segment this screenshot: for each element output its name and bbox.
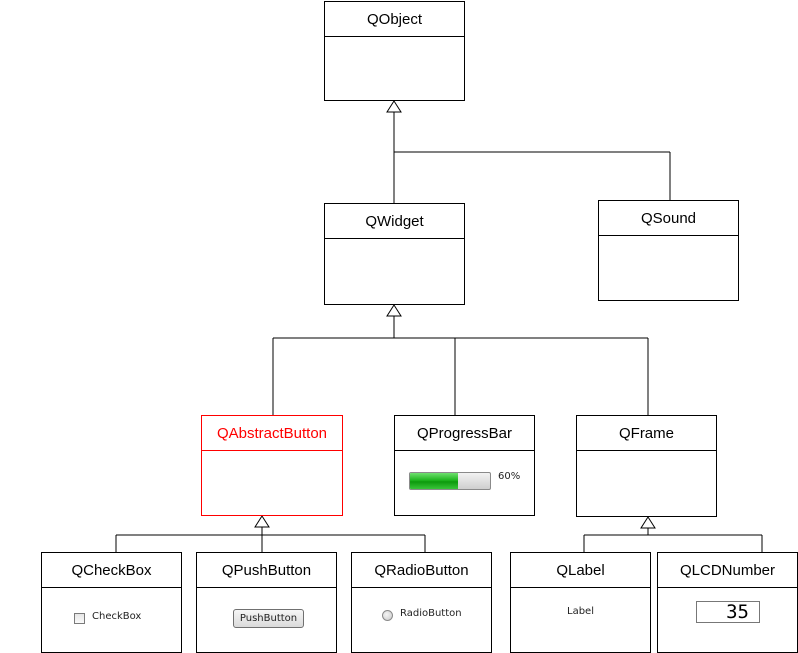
lcd-number-preview: 35 bbox=[696, 601, 760, 623]
class-name: QLCDNumber bbox=[658, 553, 797, 588]
progress-bar-fill bbox=[410, 473, 458, 489]
inheritance-arrowhead bbox=[640, 516, 656, 529]
class-name: QFrame bbox=[577, 416, 716, 451]
class-name: QWidget bbox=[325, 204, 464, 239]
qlcdnumber-class-box: QLCDNumber 35 bbox=[657, 552, 798, 653]
qwidget-class-box: QWidget bbox=[324, 203, 465, 305]
qcheckbox-class-box: QCheckBox CheckBox bbox=[41, 552, 182, 653]
inheritance-arrowhead bbox=[254, 515, 270, 528]
checkbox-preview bbox=[74, 613, 85, 624]
class-name: QLabel bbox=[511, 553, 650, 588]
pushbutton-preview-label: PushButton bbox=[239, 613, 298, 624]
progress-bar-preview bbox=[409, 472, 491, 490]
class-name: QSound bbox=[599, 201, 738, 236]
class-name: QPushButton bbox=[197, 553, 336, 588]
class-name: QCheckBox bbox=[42, 553, 181, 588]
qlabel-class-box: QLabel Label bbox=[510, 552, 651, 653]
qradiobutton-class-box: QRadioButton RadioButton bbox=[351, 552, 492, 653]
pushbutton-preview: PushButton bbox=[233, 609, 304, 628]
qprogressbar-class-box: QProgressBar 60% bbox=[394, 415, 535, 516]
class-name: QRadioButton bbox=[352, 553, 491, 588]
class-name: QObject bbox=[325, 2, 464, 37]
inheritance-arrowhead bbox=[386, 304, 402, 317]
checkbox-preview-label: CheckBox bbox=[92, 611, 142, 622]
qabstractbutton-class-box: QAbstractButton bbox=[201, 415, 343, 516]
progress-percent-text: 60% bbox=[498, 471, 521, 482]
qframe-class-box: QFrame bbox=[576, 415, 717, 517]
label-preview: Label bbox=[567, 606, 594, 617]
radiobutton-preview bbox=[382, 610, 393, 621]
qobject-class-box: QObject bbox=[324, 1, 465, 101]
inheritance-arrowhead bbox=[386, 100, 402, 113]
class-name: QAbstractButton bbox=[202, 416, 342, 451]
class-name: QProgressBar bbox=[395, 416, 534, 451]
qpushbutton-class-box: QPushButton PushButton bbox=[196, 552, 337, 653]
radiobutton-preview-label: RadioButton bbox=[400, 608, 462, 619]
qsound-class-box: QSound bbox=[598, 200, 739, 301]
